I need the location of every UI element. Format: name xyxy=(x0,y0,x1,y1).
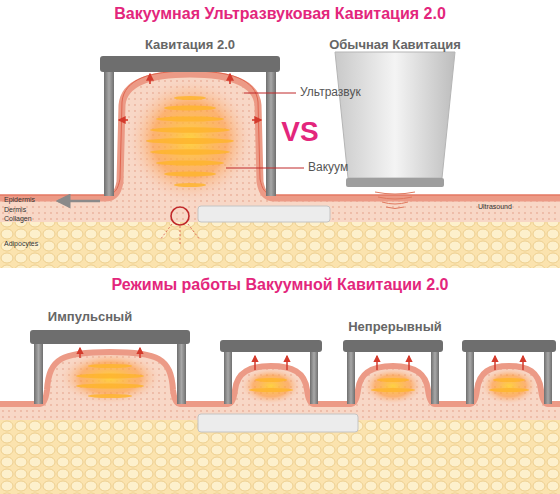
layer-label: Collagen xyxy=(4,215,32,223)
device-label: Обычная Кавитация xyxy=(329,38,461,53)
mode-label: Импульсный xyxy=(48,310,132,325)
layer-label: Dermis xyxy=(4,206,26,214)
device-label: Кавитация 2.0 xyxy=(145,38,235,53)
part-label: Вакуум xyxy=(308,161,348,175)
part-label: Ультразвук xyxy=(300,86,361,100)
layer-label: Adipocytes xyxy=(4,240,38,248)
diagram-title: Вакуумная Ультразвуковая Кавитация 2.0 xyxy=(114,5,446,23)
vs-label: VS xyxy=(281,116,318,148)
layer-label: Epidermis xyxy=(4,196,35,204)
mode-label: Непрерывный xyxy=(348,320,442,335)
layer-label: Ultrasound xyxy=(478,203,512,211)
section-title: Режимы работы Вакуумной Кавитации 2.0 xyxy=(111,276,448,294)
